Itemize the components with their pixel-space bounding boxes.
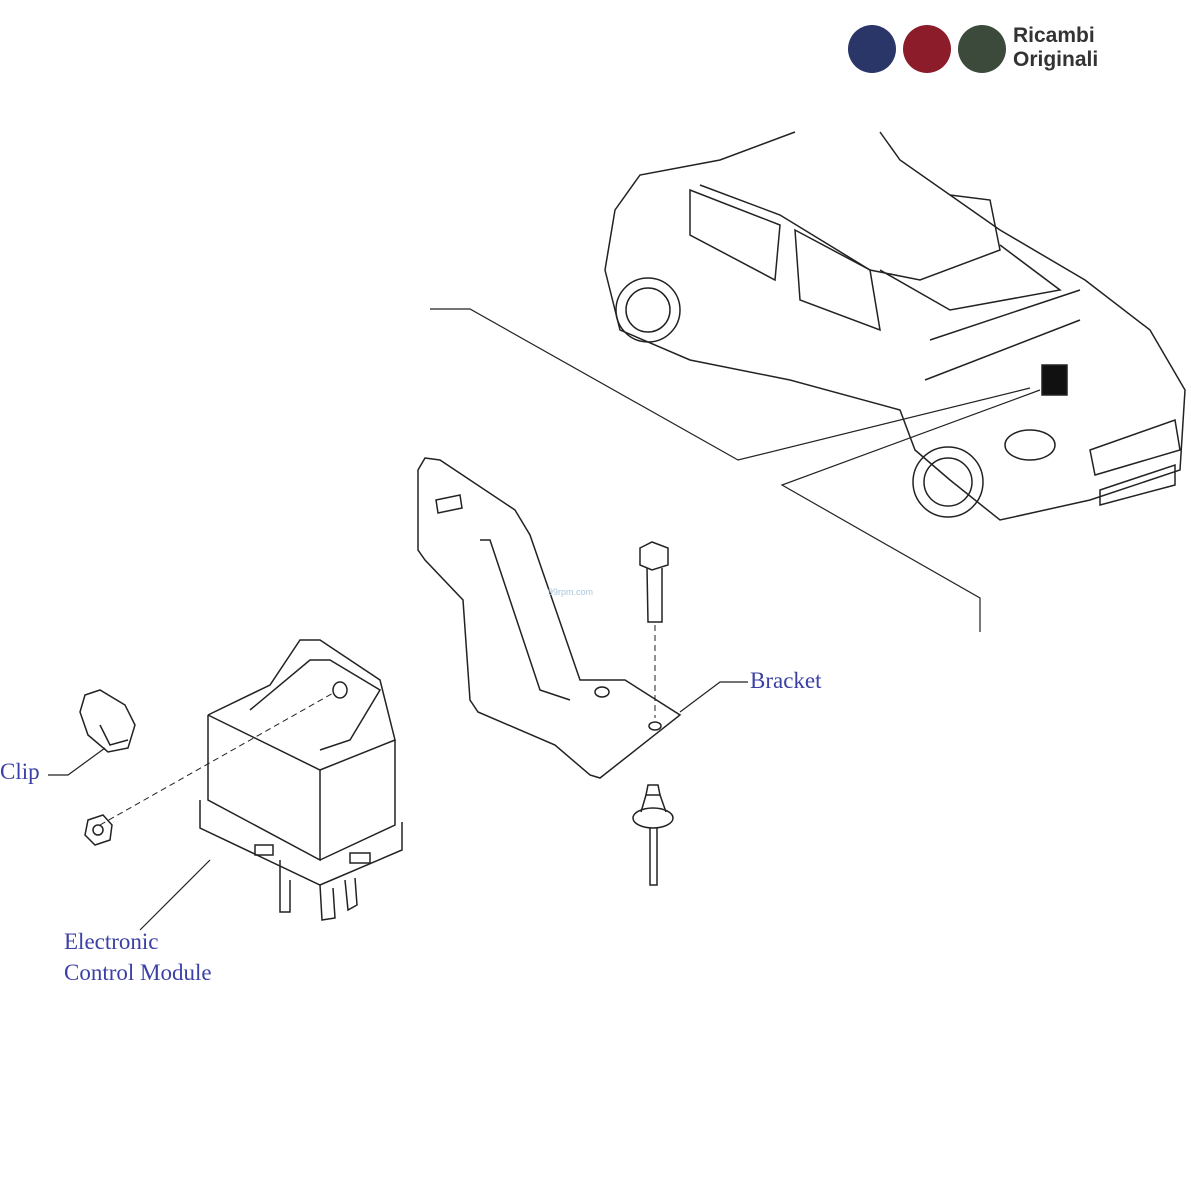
bracket-part xyxy=(417,457,682,779)
watermark: 99rpm.com xyxy=(548,587,594,597)
ecm-label-line1: Electronic xyxy=(64,929,159,954)
lancia-logo xyxy=(848,25,896,73)
fiat-logo xyxy=(903,25,951,73)
brand-line2: Originali xyxy=(1013,48,1099,71)
nut-part xyxy=(84,814,113,846)
alfa-romeo-logo xyxy=(958,25,1006,73)
brand-text: Ricambi Originali xyxy=(1013,24,1098,72)
rivet-part xyxy=(632,784,674,886)
clip-part xyxy=(79,689,136,753)
ecm-label-line2: Control Module xyxy=(64,960,212,985)
bolt-part xyxy=(639,541,669,718)
clip-label: Clip xyxy=(0,759,40,784)
bracket-label: Bracket xyxy=(750,668,822,693)
car-illustration xyxy=(604,131,1186,521)
brand-line1: Ricambi xyxy=(1013,24,1095,47)
ecm-part xyxy=(99,639,403,921)
